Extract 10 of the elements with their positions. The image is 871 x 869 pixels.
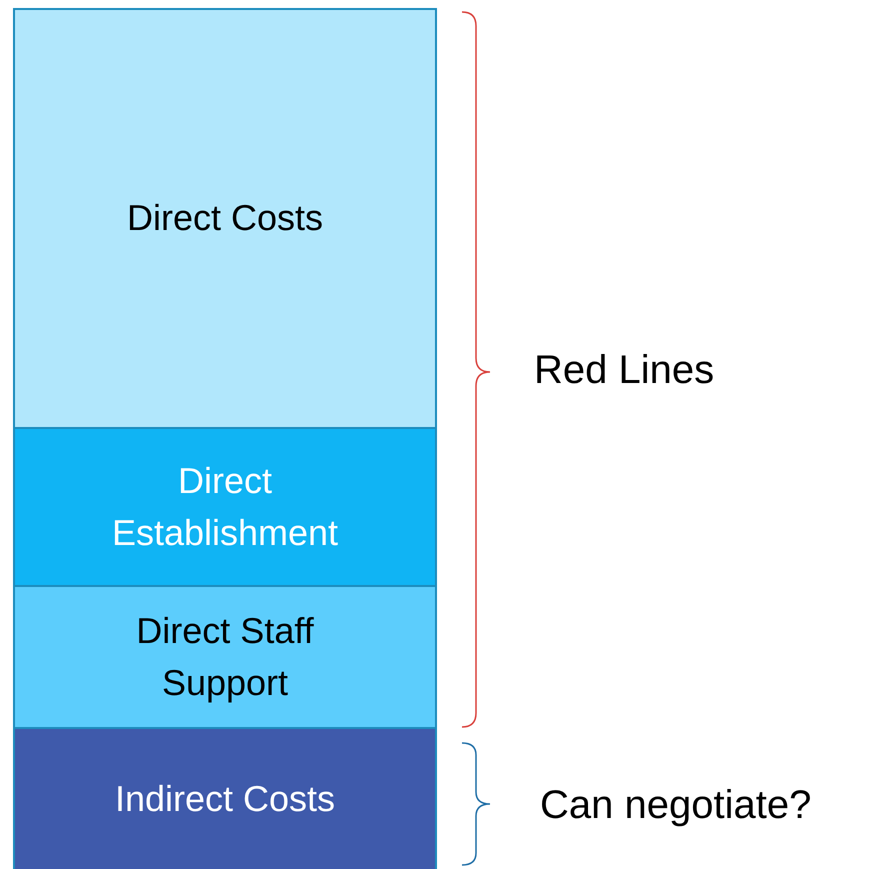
block-label: Direct Establishment bbox=[110, 458, 340, 555]
stacked-block bbox=[13, 8, 437, 429]
block-label: Indirect Costs bbox=[114, 776, 336, 821]
block-label: Direct Costs bbox=[126, 196, 324, 240]
bracket-label: Can negotiate? bbox=[540, 783, 812, 828]
block-label: Direct Staff Support bbox=[135, 608, 315, 705]
stacked-block bbox=[13, 427, 437, 587]
bracket-label: Red Lines bbox=[534, 348, 714, 393]
stacked-block bbox=[13, 727, 437, 869]
stacked-block bbox=[13, 585, 437, 729]
